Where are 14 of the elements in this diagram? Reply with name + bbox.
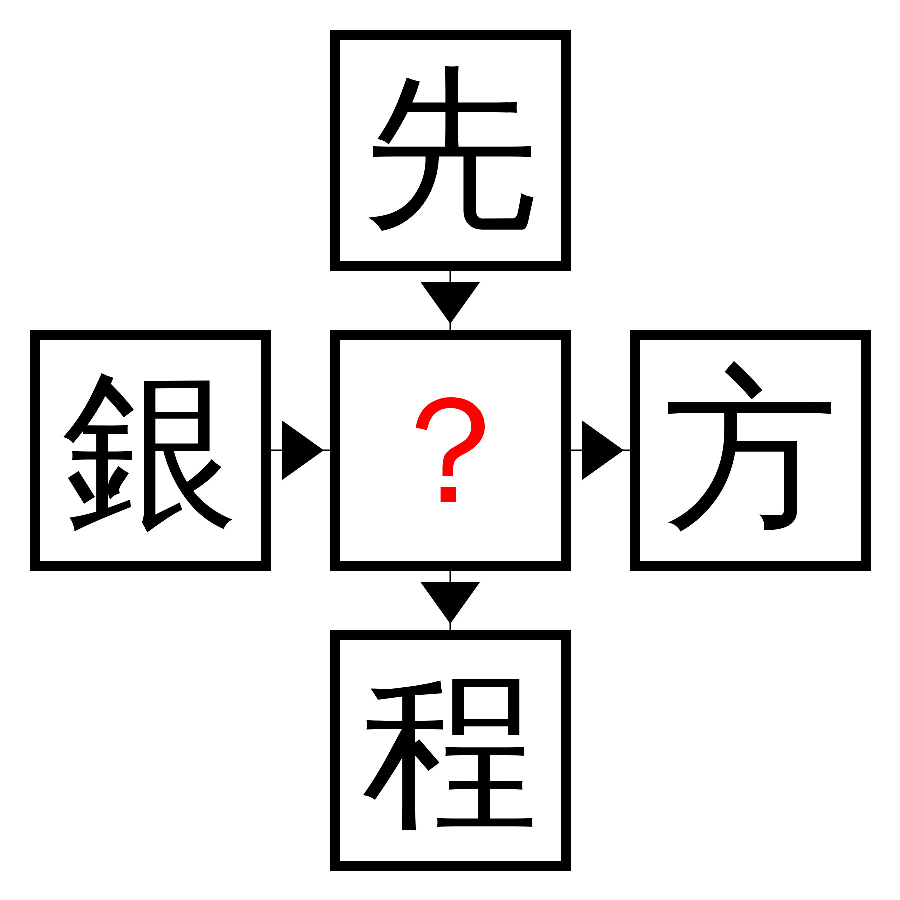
kanji-character: 方 bbox=[662, 362, 838, 538]
kanji-character: 先 bbox=[362, 62, 538, 238]
kanji-character: 銀 bbox=[62, 362, 238, 538]
square-frame bbox=[330, 630, 571, 871]
arrow bbox=[420, 571, 480, 630]
square-frame bbox=[330, 30, 571, 271]
square-frame bbox=[30, 330, 271, 571]
question-mark: ？ bbox=[376, 376, 526, 526]
square-frame bbox=[330, 330, 571, 571]
arrow bbox=[271, 420, 330, 480]
arrow bbox=[420, 271, 480, 330]
square-frame bbox=[630, 330, 871, 571]
arrow bbox=[571, 420, 630, 480]
kanji-character: 程 bbox=[362, 662, 538, 838]
